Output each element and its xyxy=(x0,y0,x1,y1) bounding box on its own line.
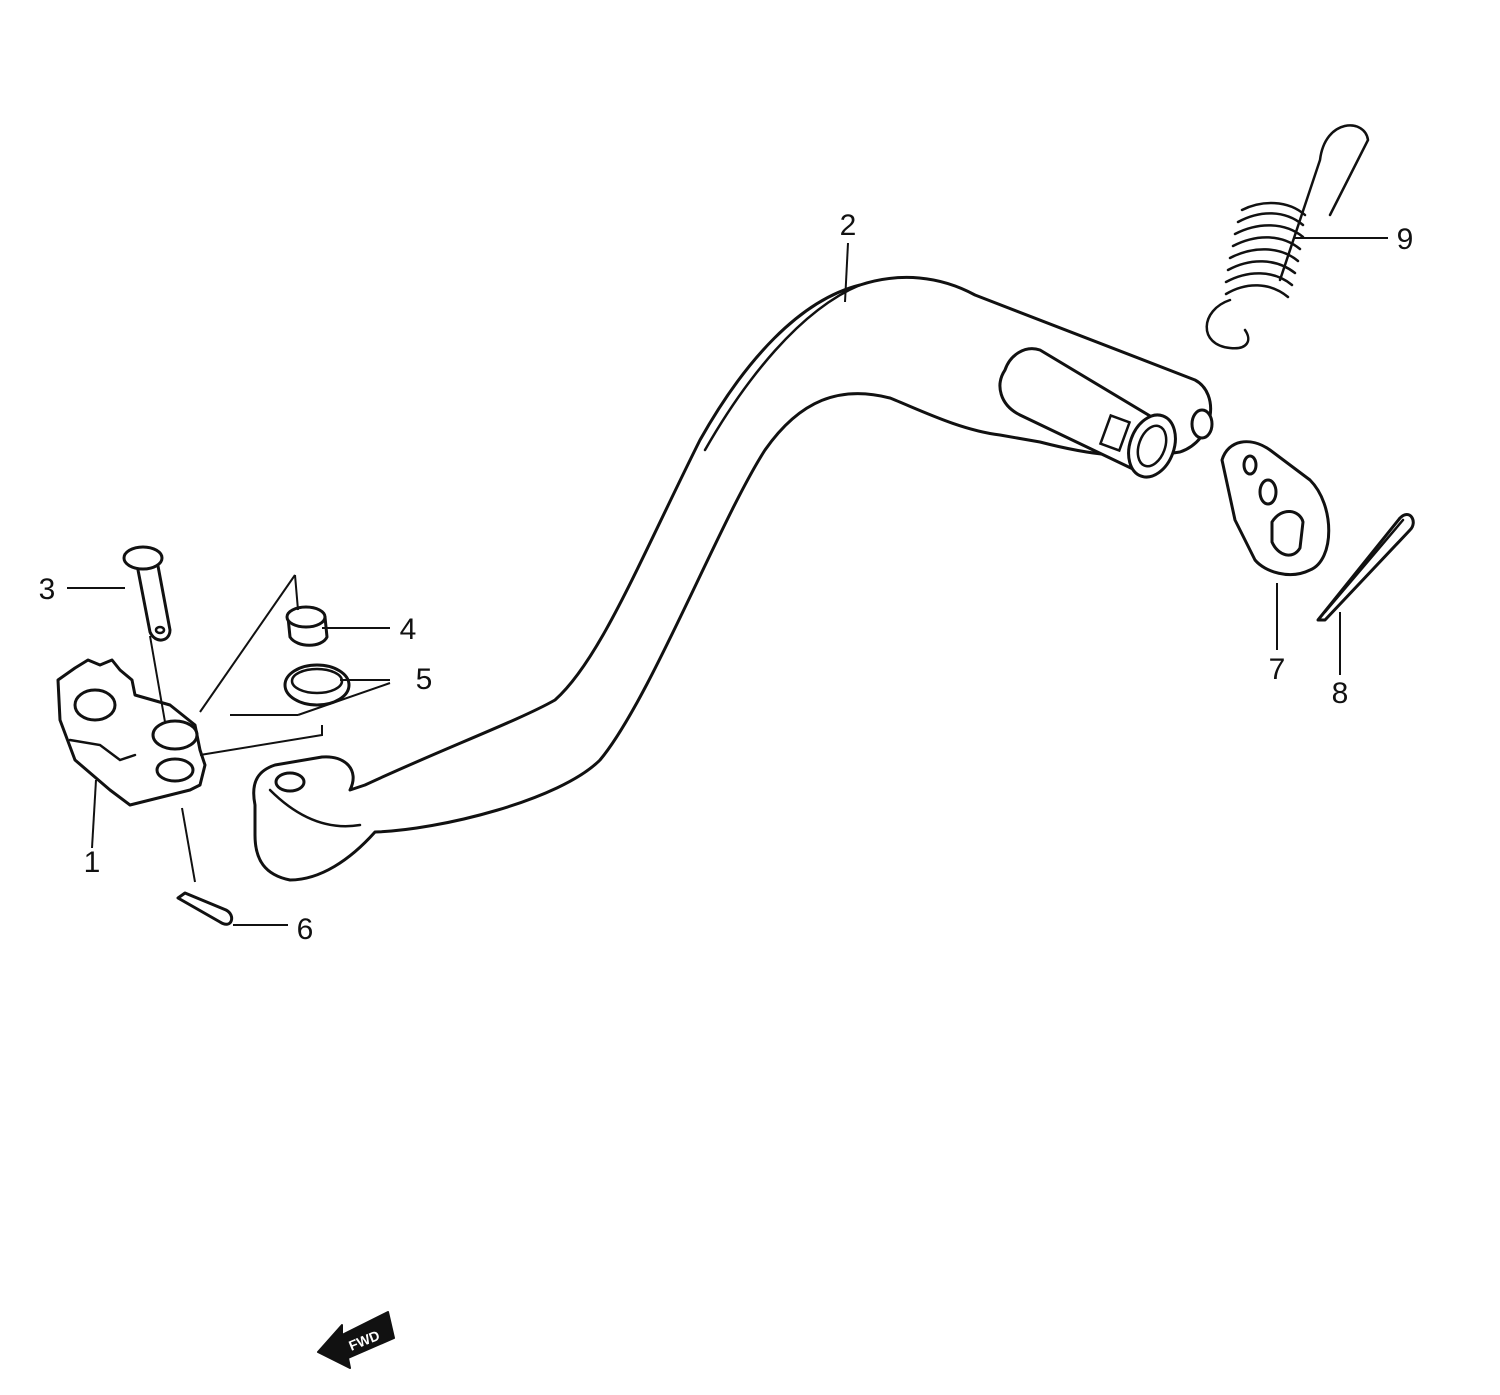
cotter-pin-small[interactable] xyxy=(176,891,234,926)
callout-5: 5 xyxy=(416,663,433,696)
cotter-pin-large[interactable] xyxy=(1316,513,1415,622)
ring[interactable] xyxy=(283,663,351,707)
return-spring[interactable] xyxy=(1205,124,1370,350)
bushing[interactable] xyxy=(285,605,329,647)
callout-1: 1 xyxy=(84,846,101,879)
forward-arrow-icon: FWD xyxy=(317,1311,395,1369)
callout-9: 9 xyxy=(1397,223,1414,256)
callout-3: 3 xyxy=(39,573,56,606)
brake-pedal-lever[interactable] xyxy=(252,275,1214,882)
callout-6: 6 xyxy=(297,913,314,946)
callout-7: 7 xyxy=(1269,653,1286,686)
clevis-pin[interactable] xyxy=(122,545,172,642)
plate[interactable] xyxy=(1220,440,1331,577)
callout-4: 4 xyxy=(400,613,417,646)
callout-labels: 1 2 3 4 5 6 7 8 9 xyxy=(39,209,1414,946)
callout-8: 8 xyxy=(1332,677,1349,710)
brake-pedal-tip[interactable] xyxy=(56,658,207,807)
callout-2: 2 xyxy=(840,209,857,242)
leader-lines xyxy=(67,237,1388,926)
